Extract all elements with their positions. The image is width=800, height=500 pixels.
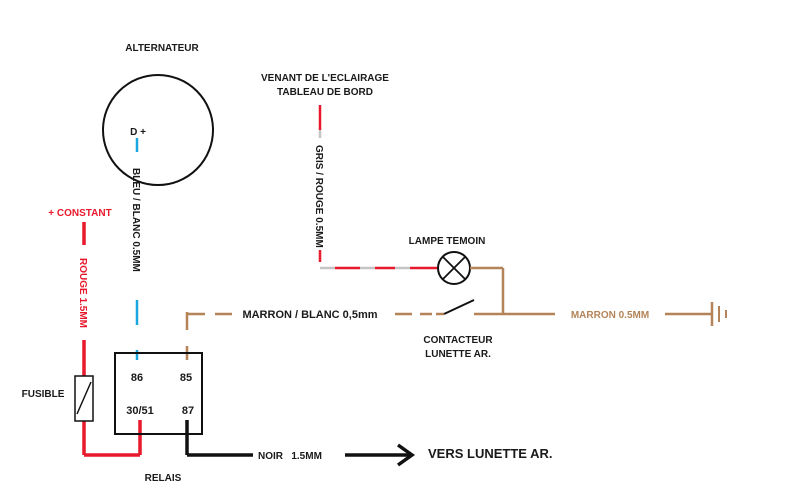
wire-label-bleu-blanc: BLEU / BLANC 0.5MM <box>130 168 141 272</box>
relay-label: RELAIS <box>145 473 182 484</box>
relay-terminal-30-51: 30/51 <box>126 405 154 417</box>
relay-terminal-86: 86 <box>131 372 143 384</box>
alternator-body <box>102 74 214 186</box>
dashboard-source-line1: VENANT DE L'ECLAIRAGE <box>261 73 389 84</box>
wire-label-marron-blanc: MARRON / BLANC 0,5mm <box>242 309 377 321</box>
destination-label: VERS LUNETTE AR. <box>428 446 552 461</box>
alternator-terminal-label: D + <box>130 127 146 138</box>
switch-symbol <box>436 299 475 316</box>
wire-label-rouge: ROUGE 1.5MM <box>77 258 88 328</box>
wire-label-marron: MARRON 0.5MM <box>571 310 649 321</box>
switch-label-line2: LUNETTE AR. <box>425 349 491 360</box>
fuse-symbol <box>74 375 94 422</box>
ground-icon <box>710 302 727 326</box>
wire-gris-rouge <box>318 105 437 270</box>
fuse-label: FUSIBLE <box>22 389 65 400</box>
relay-box <box>114 352 203 435</box>
wire-noir <box>185 420 416 467</box>
wire-marron <box>470 266 712 316</box>
switch-label-line1: CONTACTEUR <box>423 335 493 346</box>
relay-terminal-85: 85 <box>180 372 192 384</box>
constant-label: + CONSTANT <box>48 208 111 219</box>
wire-rouge <box>82 222 142 457</box>
lamp-label: LAMPE TEMOIN <box>409 236 486 247</box>
dashboard-source-line2: TABLEAU DE BORD <box>277 87 373 98</box>
lamp-symbol <box>437 251 471 285</box>
wire-label-noir: NOIR 1.5MM <box>258 451 322 462</box>
alternator-label: ALTERNATEUR <box>125 43 199 54</box>
relay-terminal-87: 87 <box>182 405 194 417</box>
wire-label-gris-rouge: GRIS / ROUGE 0.5MM <box>313 145 324 248</box>
